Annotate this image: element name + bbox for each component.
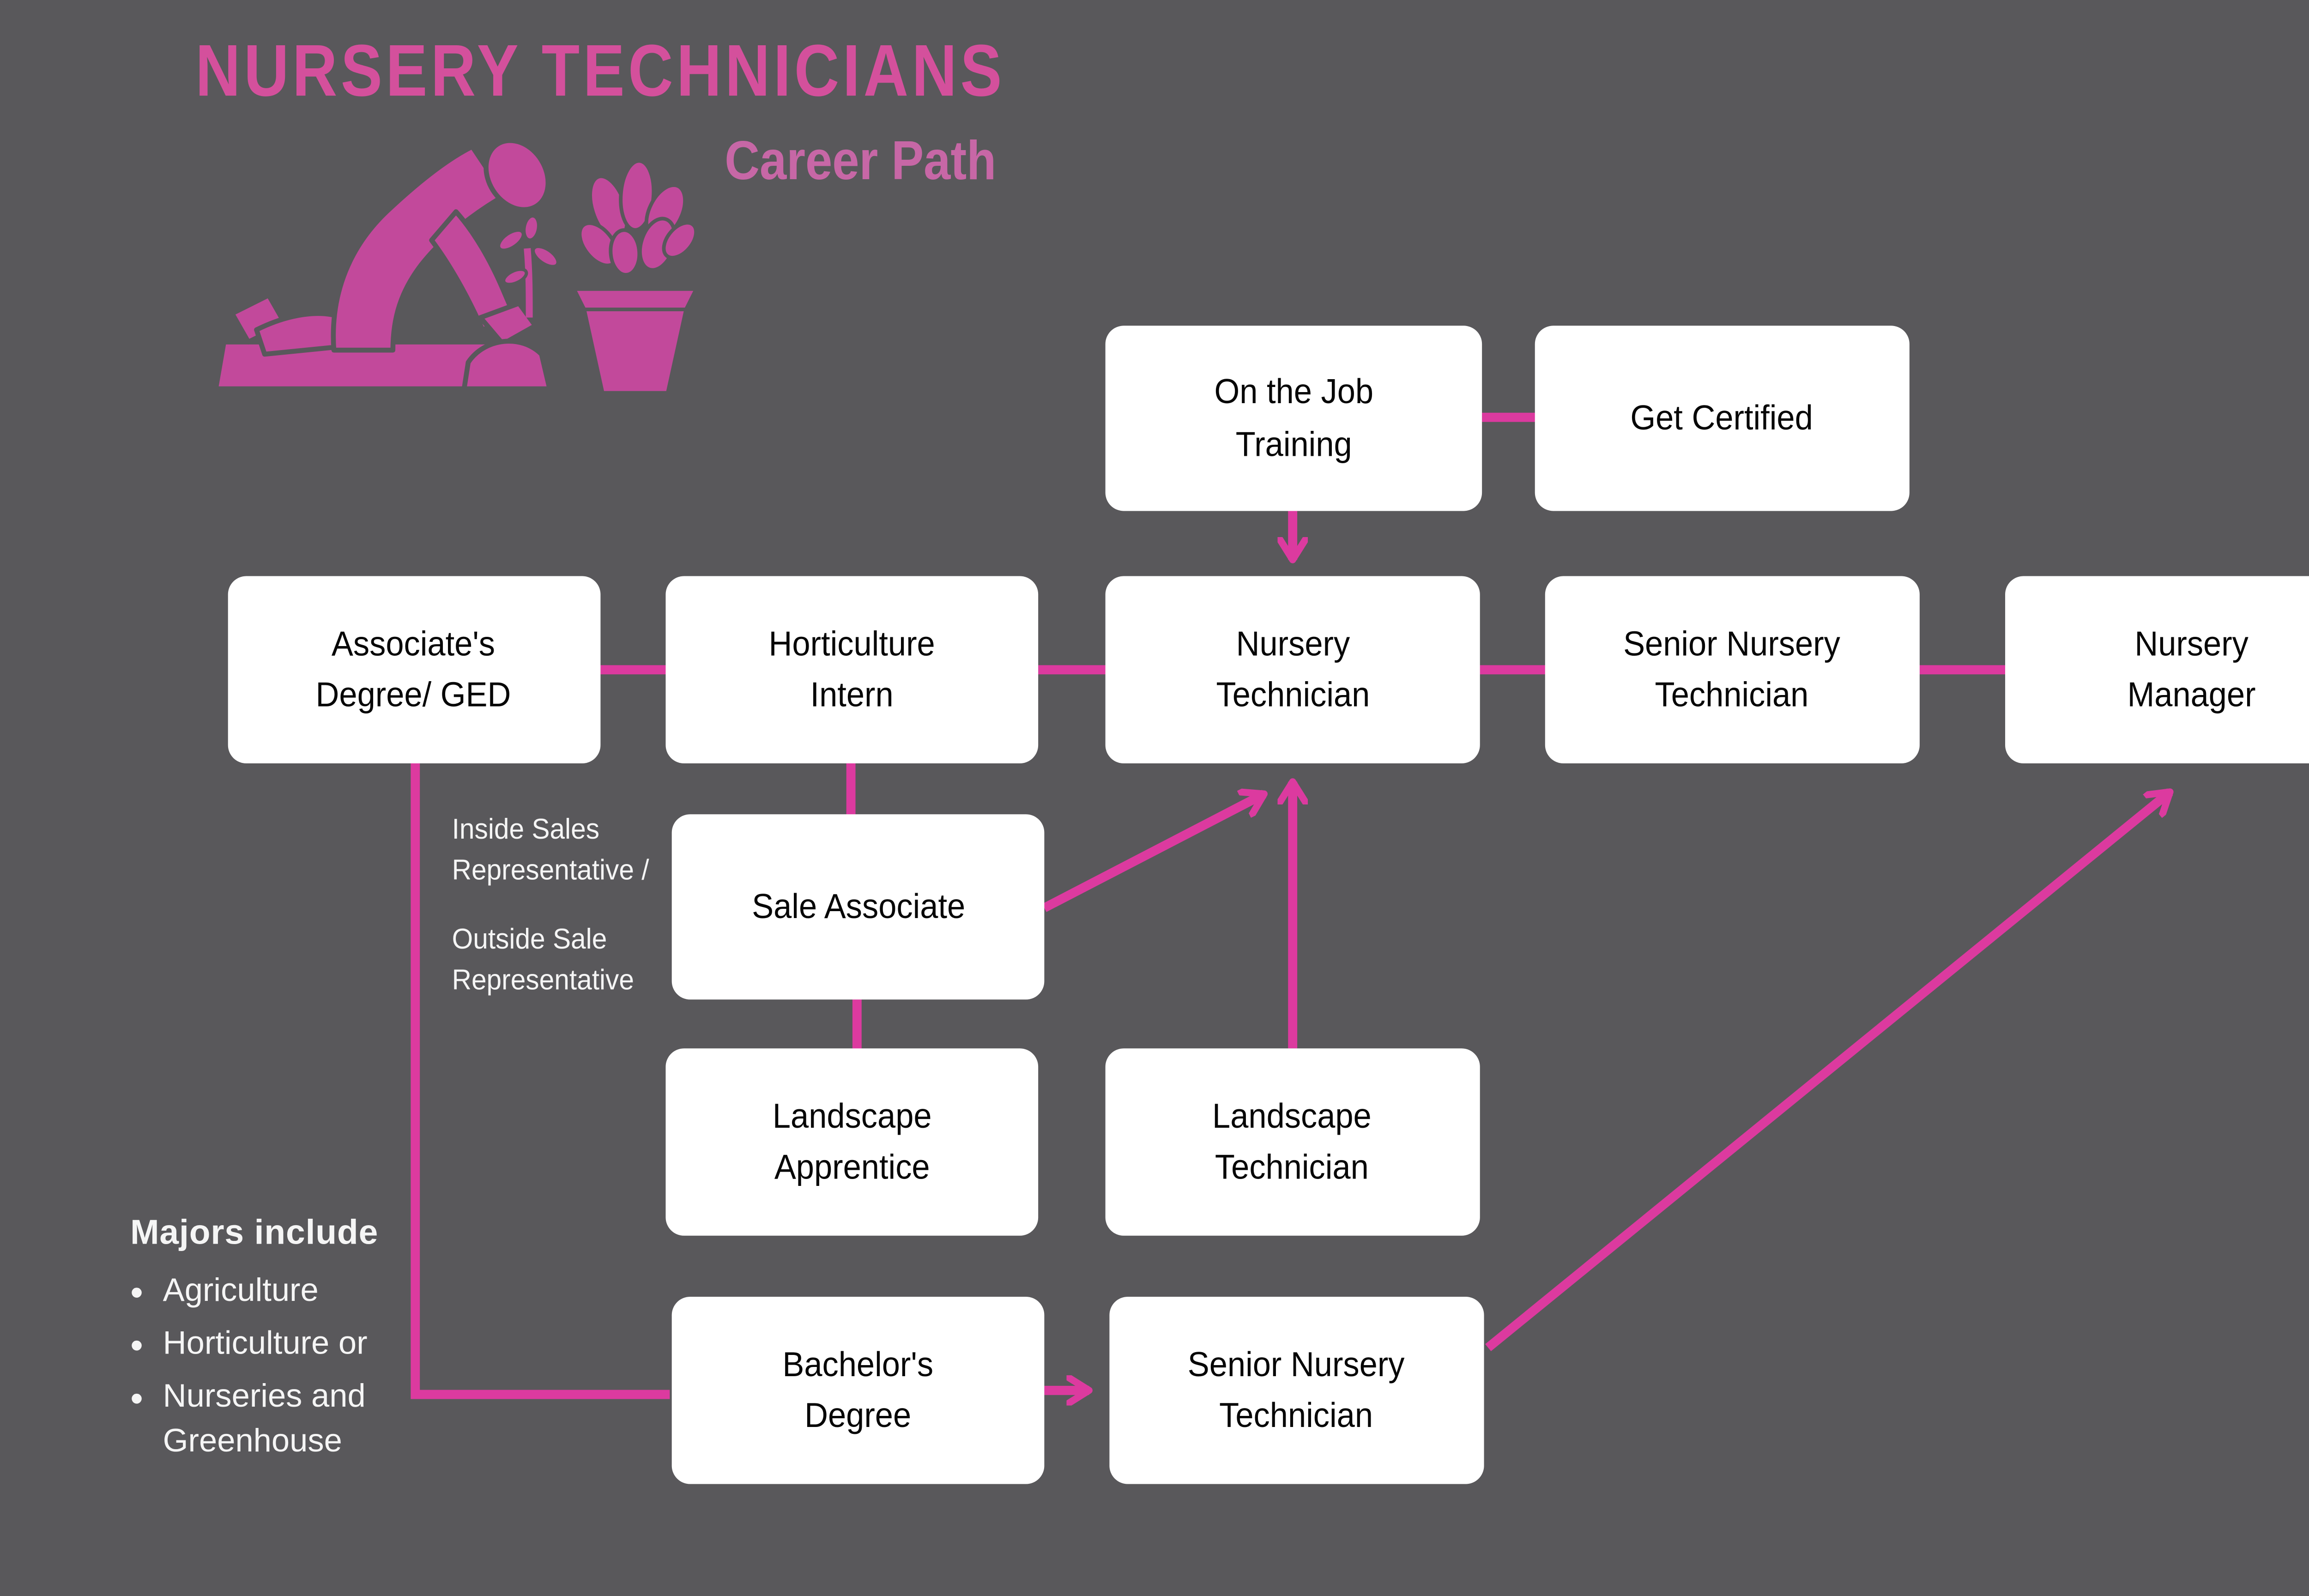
majors-panel: Majors include Agriculture Horticulture … [130, 1213, 456, 1475]
flow-box-sale-associate: Sale Associate [671, 814, 1045, 1000]
connector-sale-nursetech-arrow [1042, 794, 1264, 912]
soil-mound-shape [461, 339, 552, 392]
seedling-icon [497, 214, 560, 318]
majors-list: Agriculture Horticulture or Nurseries an… [130, 1268, 456, 1467]
flow-box-get-certified: Get Certified [1535, 326, 1910, 511]
potted-plant-icon [571, 159, 700, 395]
head-shape [484, 138, 551, 212]
flow-box-landscape-technician: Landscape Technician [1105, 1048, 1480, 1236]
flow-box-nursery-technician: Nursery Technician [1105, 576, 1480, 764]
flow-box-associates-degree: Associate's Degree/ GED [228, 576, 601, 764]
page-subtitle: Career Path [725, 130, 997, 192]
list-item: Nurseries and Greenhouse [130, 1374, 456, 1467]
list-item: Horticulture or [130, 1321, 456, 1372]
flow-box-nursery-manager: Nursery Manager [2005, 576, 2309, 764]
sales-note-inside: Inside Sales Representative / [452, 812, 649, 885]
torso-shape [331, 144, 508, 353]
connector-senior2-manager-arrow [1485, 788, 2170, 1351]
flow-box-senior-nursery-technician: Senior Nursery Technician [1545, 576, 1920, 764]
hand-shape [478, 301, 538, 347]
kneeling-gardener-illustration [216, 138, 700, 395]
flow-box-on-the-job-training: On the Job Training [1105, 326, 1482, 511]
list-item: Agriculture [130, 1268, 456, 1319]
majors-heading: Majors include [130, 1213, 379, 1252]
flow-box-landscape-apprentice: Landscape Apprentice [665, 1048, 1039, 1236]
flow-box-bachelors-degree: Bachelor's Degree [671, 1296, 1045, 1484]
flow-box-horticulture-intern: Horticulture Intern [665, 576, 1039, 764]
sales-note-outside: Outside Sale Representative [452, 922, 634, 995]
page-title: NURSERY TECHNICIANS [195, 28, 1005, 112]
flow-box-senior-nursery-technician-2: Senior Nursery Technician [1109, 1296, 1484, 1484]
